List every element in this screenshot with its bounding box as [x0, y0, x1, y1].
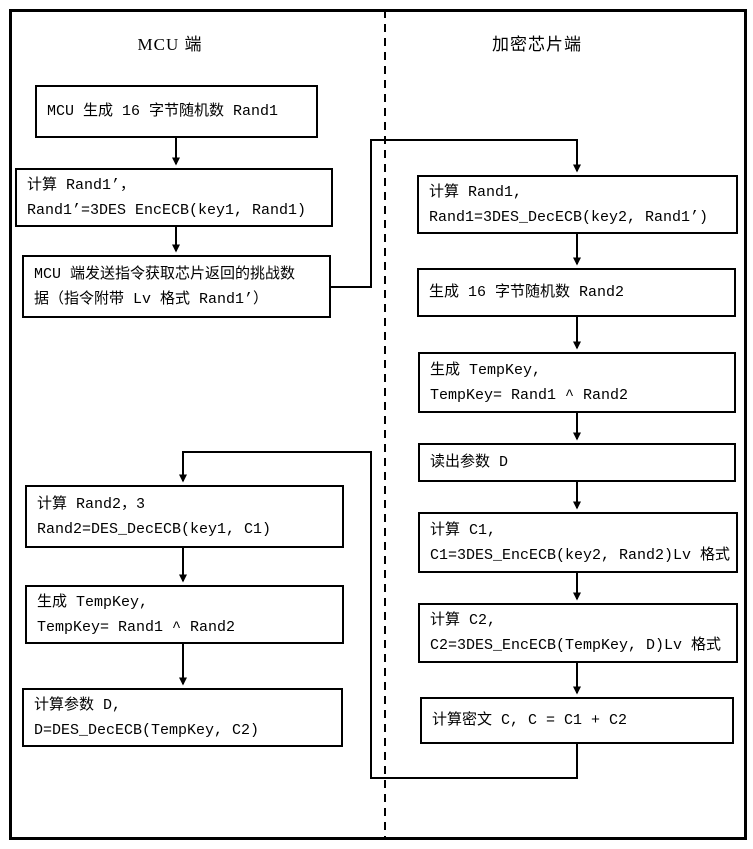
node-mcu-calc-rand2: 计算 Rand2，3 Rand2=DES_DecECB(key1, C1): [25, 485, 344, 548]
node-text: Rand2=DES_DecECB(key1, C1): [37, 520, 272, 538]
node-mcu-send-command: MCU 端发送指令获取芯片返回的挑战数 据（指令附带 Lv 格式 Rand1’）: [22, 255, 331, 318]
node-text: TempKey= Rand1 ^ Rand2: [37, 618, 236, 636]
column-title-mcu: MCU 端: [137, 35, 203, 54]
node-mcu-generate-rand1: MCU 生成 16 字节随机数 Rand1: [35, 85, 318, 138]
node-text: MCU 端发送指令获取芯片返回的挑战数: [34, 265, 296, 283]
edge-calc-c-to-mcu-calc-rand2: [179, 451, 578, 779]
node-text: 计算参数 D,: [34, 696, 122, 714]
node-chip-calc-rand1: 计算 Rand1, Rand1=3DES_DecECB(key2, Rand1’…: [417, 175, 738, 234]
node-text: 计算 C2,: [430, 612, 497, 629]
node-text: 生成 TempKey,: [37, 593, 149, 611]
node-chip-generate-tempkey: 生成 TempKey, TempKey= Rand1 ^ Rand2: [418, 352, 736, 413]
node-text: 读出参数 D: [430, 454, 509, 471]
node-text: 计算密文 C, C = C1 + C2: [432, 712, 628, 729]
node-text: C2=3DES_EncECB(TempKey, D)Lv 格式: [430, 637, 722, 654]
node-mcu-generate-tempkey: 生成 TempKey, TempKey= Rand1 ^ Rand2: [25, 585, 344, 644]
node-text: 计算 C1,: [430, 521, 497, 539]
node-text: D=DES_DecECB(TempKey, C2): [34, 721, 260, 739]
column-title-chip: 加密芯片端: [492, 35, 582, 54]
node-text: 据（指令附带 Lv 格式 Rand1’）: [34, 290, 269, 308]
node-text: 计算 Rand1’，: [27, 176, 136, 194]
node-text: TempKey= Rand1 ^ Rand2: [430, 386, 629, 404]
node-chip-calc-c1: 计算 C1, C1=3DES_EncECB(key2, Rand2)Lv 格式: [418, 512, 738, 573]
node-text: 生成 16 字节随机数 Rand2: [429, 284, 625, 301]
node-text: 计算 Rand2，3: [37, 495, 146, 513]
node-mcu-calc-rand1-prime: 计算 Rand1’， Rand1’=3DES EncECB(key1, Rand…: [15, 168, 333, 227]
node-text: 生成 TempKey,: [430, 361, 542, 379]
node-text: MCU 生成 16 字节随机数 Rand1: [47, 103, 279, 120]
node-text: C1=3DES_EncECB(key2, Rand2)Lv 格式: [430, 546, 731, 564]
node-chip-calc-ciphertext: 计算密文 C, C = C1 + C2: [420, 697, 734, 744]
node-mcu-calc-param-d: 计算参数 D, D=DES_DecECB(TempKey, C2): [22, 688, 343, 747]
node-chip-generate-rand2: 生成 16 字节随机数 Rand2: [417, 268, 736, 317]
node-text: Rand1=3DES_DecECB(key2, Rand1’): [429, 208, 709, 226]
node-chip-calc-c2: 计算 C2, C2=3DES_EncECB(TempKey, D)Lv 格式: [418, 603, 738, 663]
node-text: Rand1’=3DES EncECB(key1, Rand1): [27, 201, 307, 219]
node-text: 计算 Rand1,: [429, 183, 523, 201]
diagram-border: [9, 9, 747, 840]
node-chip-read-param-d: 读出参数 D: [418, 443, 736, 482]
edge-send-cmd-to-chip-calc-rand1: [330, 139, 581, 288]
